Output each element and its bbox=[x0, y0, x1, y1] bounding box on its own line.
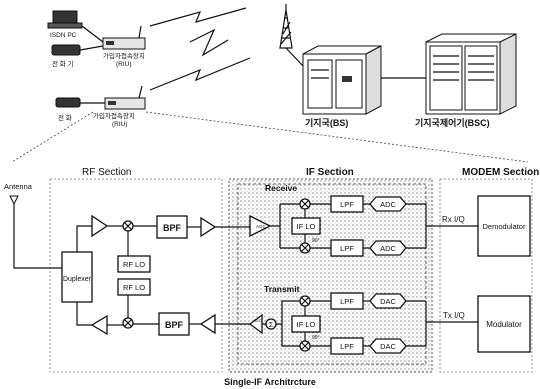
antenna-tower-icon bbox=[279, 4, 293, 49]
rf-pa-amp bbox=[90, 314, 108, 336]
tower-to-bs-link bbox=[285, 47, 304, 67]
phone-to-riu-link bbox=[79, 45, 104, 51]
telephone-icon bbox=[51, 44, 81, 56]
rf-lna-amp bbox=[91, 214, 109, 238]
duplexer-rx-line bbox=[76, 225, 92, 252]
summer-label: Σ bbox=[269, 322, 274, 329]
pc-to-riu-link bbox=[81, 25, 104, 43]
phone-icon bbox=[55, 97, 81, 108]
adc1-to-demod-line bbox=[406, 203, 478, 227]
modem-section-title: MODEM Section bbox=[462, 167, 539, 178]
antenna-feed-line bbox=[13, 204, 76, 269]
if-inner-frame bbox=[237, 183, 427, 365]
if-lo-tx-label: IF LO bbox=[297, 320, 316, 329]
telephone-label: 전 화 기 bbox=[52, 59, 74, 68]
receive-label: Receive bbox=[265, 183, 297, 193]
zoom-line-left bbox=[11, 111, 94, 163]
agc-tx-label: AGC bbox=[253, 318, 262, 323]
lpf-rx-2-label: LPF bbox=[340, 244, 354, 253]
riu-bottom-name: 가입자접속장치 bbox=[93, 111, 135, 120]
adc2-to-demod-line bbox=[406, 226, 427, 249]
dac-1-label: DAC bbox=[380, 297, 396, 306]
isdn-pc-icon bbox=[47, 10, 83, 29]
isdn-pc-label: ISDN PC bbox=[50, 32, 77, 39]
riu-top-icon bbox=[102, 25, 146, 50]
modulator-block bbox=[477, 295, 531, 353]
rx-iq-label: Rx I/Q bbox=[442, 215, 465, 224]
if-lo-tx-block bbox=[291, 315, 321, 333]
lpf-tx-2-label: LPF bbox=[340, 342, 354, 351]
bpf-rx-label: BPF bbox=[163, 223, 182, 233]
riu-top-abbr: (RIU) bbox=[116, 61, 132, 68]
phase-rx-label: 90° bbox=[312, 238, 320, 244]
duplexer-tx-line bbox=[76, 302, 92, 326]
phase-tx-label: 90° bbox=[312, 335, 320, 341]
lpf-tx-1-label: LPF bbox=[340, 297, 354, 306]
bsc-label: 기지국제어기(BSC) bbox=[415, 117, 490, 128]
zoom-line-right bbox=[145, 111, 529, 163]
dac-2-label: DAC bbox=[380, 342, 396, 351]
demodulator-label: Demodulator bbox=[483, 222, 526, 231]
rf-lo-1-block bbox=[117, 255, 151, 273]
adc-1-label: ADC bbox=[380, 200, 396, 209]
if-section-title: IF Section bbox=[306, 167, 354, 178]
riu-bottom-icon bbox=[104, 85, 146, 110]
antenna-label: Antenna bbox=[4, 182, 33, 191]
modem-section-frame bbox=[439, 178, 533, 373]
adc-1-block bbox=[369, 196, 407, 212]
lpf-rx-1-label: LPF bbox=[340, 200, 354, 209]
tx-iq-label: Tx I/Q bbox=[443, 311, 465, 320]
rf-tx-amp bbox=[199, 313, 216, 335]
riu-bottom-abbr: (RIU) bbox=[112, 121, 128, 128]
rf-lo-1-label: RF LO bbox=[123, 260, 145, 269]
rf-lo-2-label: RF LO bbox=[123, 283, 145, 292]
agc-rx-label: AGC bbox=[256, 224, 267, 229]
transmit-label: Transmit bbox=[264, 284, 300, 294]
wireless-link-bottom bbox=[149, 57, 251, 91]
base-station-label: 기지국(BS) bbox=[305, 117, 348, 128]
base-station-controller-icon bbox=[425, 33, 517, 115]
wireless-link-top bbox=[149, 7, 247, 27]
if-lo-rx-label: IF LO bbox=[297, 222, 316, 231]
agc-tx-amp bbox=[248, 313, 263, 335]
if-lo-rx-block bbox=[291, 217, 321, 235]
base-station-icon bbox=[302, 45, 382, 115]
adc-2-block bbox=[369, 240, 407, 256]
modulator-label: Modulator bbox=[486, 320, 522, 329]
rf-rx-amp bbox=[200, 216, 217, 238]
riu-top-name: 가입자접속장치 bbox=[103, 51, 145, 60]
lightning-icon bbox=[189, 28, 229, 57]
rf-lo-2-block bbox=[117, 278, 151, 296]
duplexer-label: Duplexer bbox=[63, 276, 92, 283]
antenna-icon bbox=[9, 195, 19, 206]
rf-section-frame bbox=[49, 178, 223, 373]
agc-rx-amp bbox=[249, 214, 272, 238]
diagram-caption: Single-IF Architrcture bbox=[224, 377, 316, 387]
demodulator-block bbox=[477, 195, 531, 257]
bpf-tx-label: BPF bbox=[165, 320, 184, 330]
adc-2-label: ADC bbox=[380, 244, 396, 253]
rf-section-title: RF Section bbox=[82, 167, 131, 178]
phone-label: 전 화 bbox=[58, 113, 72, 122]
